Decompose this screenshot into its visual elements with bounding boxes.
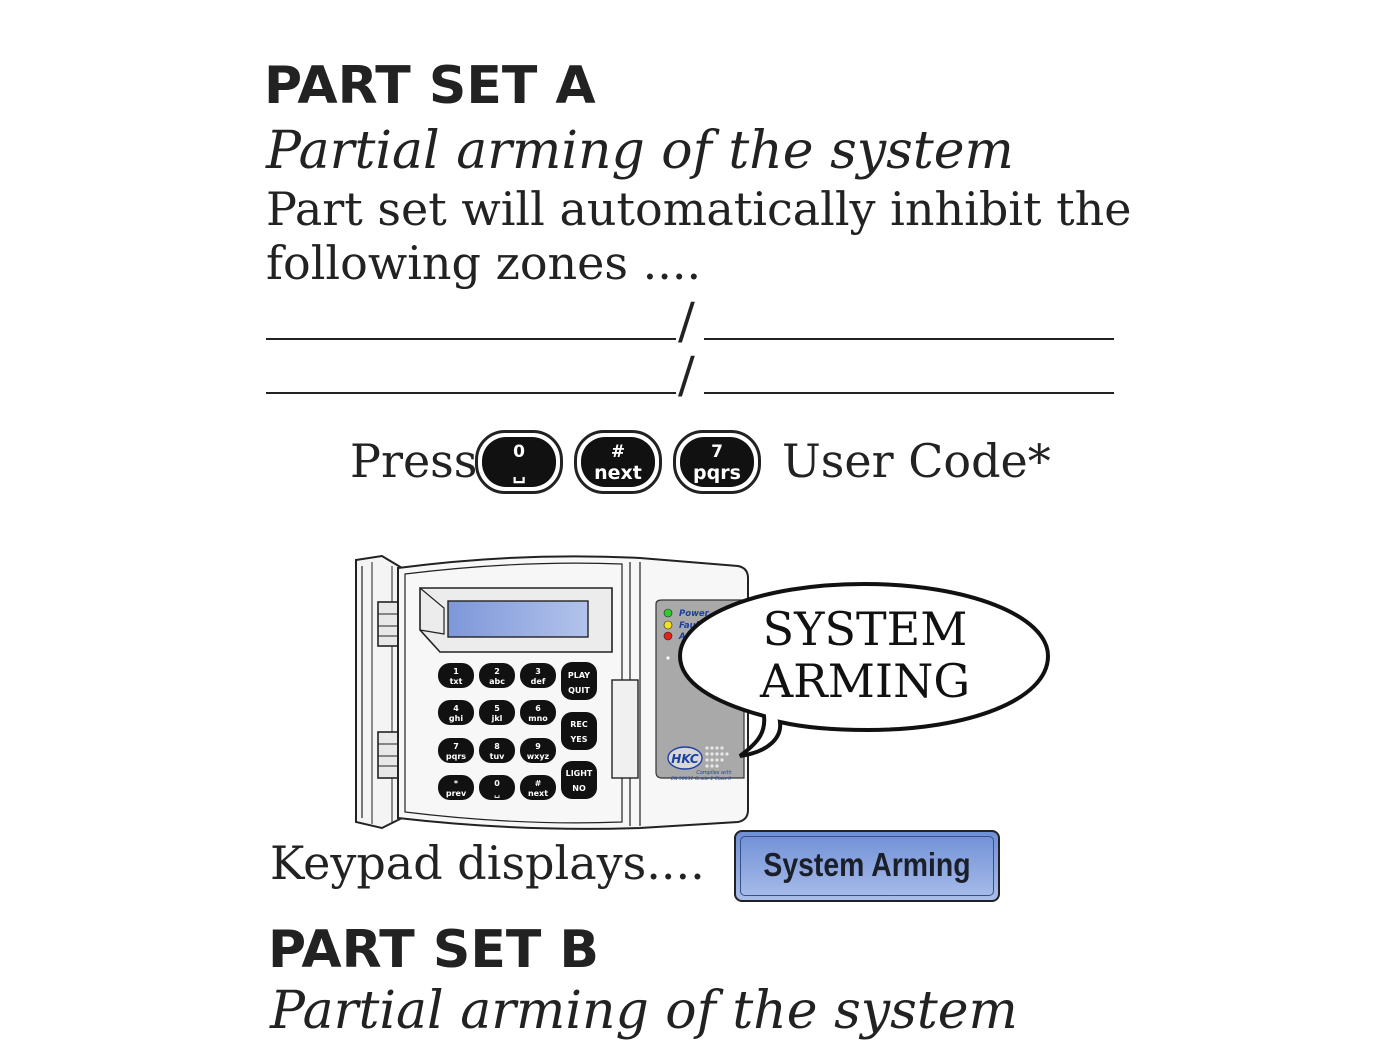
svg-text:Complies with: Complies with [696,770,731,776]
svg-text:abc: abc [489,677,505,686]
hkc-logo-icon [667,746,703,770]
keypad-display-text: System Arming [763,846,971,883]
svg-text:9: 9 [535,742,541,751]
speech-bubble-icon [677,581,1051,758]
svg-text:2: 2 [494,667,500,676]
svg-text:PLAY: PLAY [568,671,590,680]
part-set-a-subtitle: Partial arming of the system [266,121,1014,181]
keypad-illustration: Power Fault A HKC Complies with EN 50131… [355,554,1051,830]
svg-text:HKC: HKC [671,752,699,766]
svg-text:prev: prev [446,789,467,798]
press-label: Press [350,434,478,488]
svg-text:Power: Power [679,609,710,619]
svg-text:def: def [531,677,546,686]
zone-separator-slash: / [678,346,695,404]
part-set-b-subtitle: Partial arming of the system [270,981,1018,1041]
svg-text:*: * [454,779,459,788]
svg-text:#: # [535,779,542,788]
zone-blank-line [266,392,676,394]
svg-text:QUIT: QUIT [568,686,590,695]
zone-blank-line [704,392,1114,394]
svg-text:EN 50131 Grade 2 Class II: EN 50131 Grade 2 Class II [671,776,732,782]
user-code-label: User Code* [782,434,1051,488]
zone-separator-slash: / [678,292,695,350]
fault-led-icon [663,620,673,630]
zone-blank-line [704,338,1114,340]
svg-text:4: 4 [453,704,459,713]
svg-text:YES: YES [569,735,587,744]
svg-text:LIGHT: LIGHT [566,769,593,778]
keypad-cover-hinge [355,554,403,830]
power-led-icon [663,608,673,618]
part-set-a-body-line-1: Part set will automatically inhibit the [266,182,1132,236]
keypad-display-screen: System Arming [734,830,1000,902]
part-set-b-title: PART SET B [268,920,600,980]
speech-bubble-line-1: SYSTEM [762,602,968,656]
part-set-a-title: PART SET A [264,56,596,116]
svg-text:␣: ␣ [494,789,500,798]
svg-text:tuv: tuv [490,752,506,761]
svg-text:3: 3 [535,667,541,676]
svg-text:1: 1 [453,667,459,676]
svg-text:mno: mno [528,714,548,723]
svg-text:pqrs: pqrs [446,752,466,761]
svg-text:ghi: ghi [449,714,463,723]
svg-text:5: 5 [494,704,500,713]
alarm-led-icon [663,631,673,641]
key-hash-icon: #next [574,430,662,494]
svg-text:Fault: Fault [679,621,704,631]
keypad-lcd-screen [447,600,589,638]
svg-text:txt: txt [450,677,463,686]
part-set-a-body-line-2: following zones .... [266,236,702,290]
svg-text:wxyz: wxyz [527,752,550,761]
speech-bubble-line-2: ARMING [759,654,971,708]
svg-text:REC: REC [570,720,588,729]
svg-text:A: A [678,632,686,642]
svg-text:7: 7 [453,742,459,751]
svg-text:8: 8 [494,742,500,751]
key-0-icon: 0␣ [475,430,563,494]
svg-text:jkl: jkl [491,714,503,723]
svg-text:NO: NO [572,784,586,793]
keypad-displays-label: Keypad displays.... [270,836,705,890]
svg-text:0: 0 [494,779,500,788]
svg-text:6: 6 [535,704,541,713]
zone-blank-line [266,338,676,340]
svg-text:next: next [528,789,548,798]
